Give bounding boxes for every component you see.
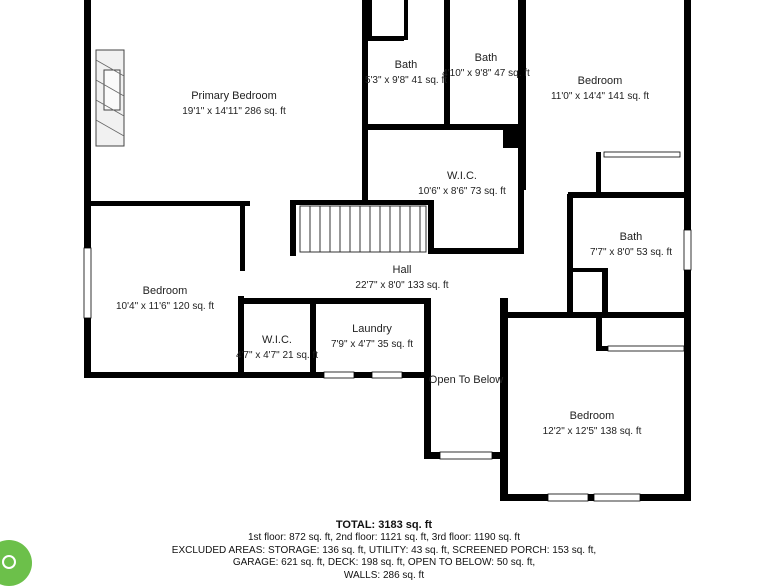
walls-area: WALLS: 286 sq. ft bbox=[343, 569, 425, 581]
laundry-name: Laundry bbox=[352, 323, 392, 335]
bedroom-se-dims: 12'2" x 12'5" 138 sq. ft bbox=[543, 426, 642, 437]
bedroom-w-name: Bedroom bbox=[143, 285, 188, 297]
bath-2-dims: 4'10" x 9'8" 47 sq. ft bbox=[442, 68, 530, 79]
bedroom-se-name: Bedroom bbox=[570, 410, 615, 422]
bedroom-ne-name: Bedroom bbox=[578, 75, 623, 87]
floor-areas: 1st floor: 872 sq. ft, 2nd floor: 1121 s… bbox=[247, 532, 520, 543]
hall-dims: 22'7" x 8'0" 133 sq. ft bbox=[355, 280, 448, 291]
bath-2-name: Bath bbox=[475, 52, 498, 64]
bath-3-dims: 7'7" x 8'0" 53 sq. ft bbox=[590, 247, 672, 258]
laundry-dims: 7'9" x 4'7" 35 sq. ft bbox=[331, 339, 413, 350]
fireplace-icon bbox=[95, 49, 125, 147]
bath-1-name: Bath bbox=[395, 59, 418, 71]
bedroom-ne-dims: 11'0" x 14'4" 141 sq. ft bbox=[551, 91, 649, 102]
wic-center-name: W.I.C. bbox=[447, 170, 477, 182]
wic-small-dims: 4'7" x 4'7" 21 sq. ft bbox=[236, 350, 318, 361]
logo-mark-icon bbox=[2, 555, 16, 569]
bath-3-name: Bath bbox=[620, 231, 643, 243]
wic-center-dims: 10'6" x 8'6" 73 sq. ft bbox=[418, 186, 506, 197]
room-labels: Primary Bedroom 19'1" x 14'11" 286 sq. f… bbox=[116, 52, 672, 437]
bath-1-dims: 5'3" x 9'8" 41 sq. ft bbox=[365, 75, 447, 86]
excluded-areas-2: GARAGE: 621 sq. ft, DECK: 198 sq. ft, OP… bbox=[232, 557, 536, 568]
bedroom-w-dims: 10'4" x 11'6" 120 sq. ft bbox=[116, 301, 214, 312]
wic-small-name: W.I.C. bbox=[262, 334, 292, 346]
open-to-below-name: Open To Below bbox=[429, 374, 503, 386]
stairs-icon bbox=[299, 205, 427, 253]
primary-bedroom-name: Primary Bedroom bbox=[191, 90, 277, 102]
excluded-areas-1: EXCLUDED AREAS: STORAGE: 136 sq. ft, UTI… bbox=[171, 544, 597, 556]
windows bbox=[83, 151, 692, 502]
primary-bedroom-dims: 19'1" x 14'11" 286 sq. ft bbox=[182, 106, 286, 117]
area-summary: TOTAL: 3183 sq. ft 1st floor: 872 sq. ft… bbox=[0, 518, 768, 582]
total-area: TOTAL: 3183 sq. ft bbox=[335, 519, 433, 531]
hall-name: Hall bbox=[393, 264, 412, 276]
